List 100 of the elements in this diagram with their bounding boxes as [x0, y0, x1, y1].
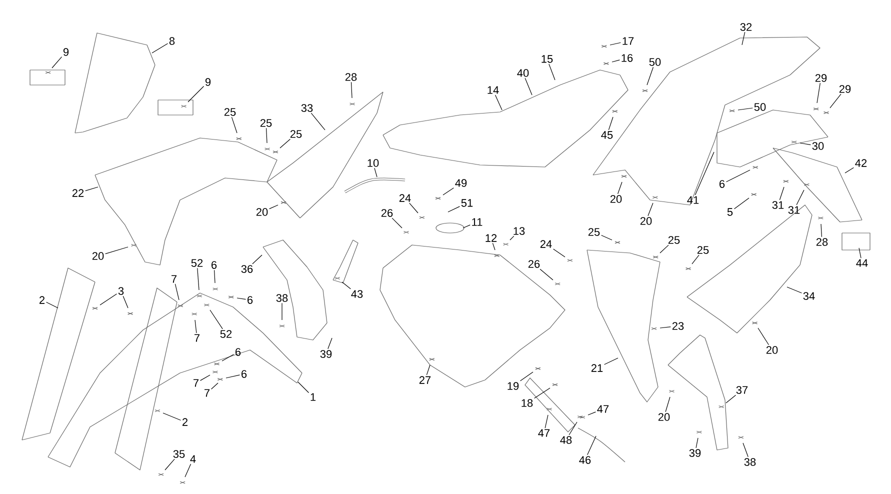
leader-line [646, 66, 654, 86]
callout-number: 10 [368, 159, 379, 167]
callout-number: 8 [169, 37, 175, 45]
leader-line [266, 128, 268, 144]
callout-number: 26 [528, 260, 540, 268]
leader-line [796, 190, 804, 206]
callout-number: 7 [172, 275, 177, 283]
callout-number: 21 [591, 364, 603, 372]
callout-number: 22 [72, 189, 84, 197]
leader-line [52, 56, 62, 68]
callout-number: 27 [419, 376, 431, 384]
callout-number: 25 [668, 236, 680, 244]
leader-line [280, 138, 290, 148]
callout-number: 9 [63, 48, 69, 56]
leader-line [779, 186, 784, 200]
callout-number: 19 [508, 382, 519, 390]
callout-number: 51 [461, 199, 473, 207]
leader-line [524, 78, 532, 96]
leader-line [162, 412, 182, 421]
callout-number: 47 [597, 405, 609, 413]
leader-line [342, 282, 351, 290]
leader-line [800, 142, 811, 146]
leader-line [618, 182, 622, 194]
callout-number: 25 [588, 228, 600, 236]
callout-number: 18 [522, 399, 533, 407]
leader-line [544, 414, 548, 428]
callout-number: 28 [816, 238, 828, 246]
callout-number: 20 [92, 252, 104, 260]
leader-line [520, 372, 534, 382]
callout-number: 35 [173, 450, 185, 458]
leader-line [350, 82, 352, 98]
callout-number: 6 [720, 180, 725, 188]
leader-line [100, 294, 118, 306]
callout-number: 32 [740, 23, 752, 31]
callout-number: 30 [812, 142, 824, 150]
callout-number: 14 [488, 86, 499, 94]
callout-number: 29 [839, 85, 851, 93]
leader-line [758, 328, 770, 346]
leader-line [236, 298, 246, 300]
leader-line [786, 286, 802, 294]
callout-number: 25 [260, 119, 272, 127]
leader-line [426, 364, 430, 376]
leader-line [665, 396, 670, 412]
leader-line [164, 458, 175, 470]
leader-line [604, 358, 618, 365]
callout-number: 46 [579, 456, 591, 464]
leader-line [310, 112, 326, 130]
leader-line [492, 242, 496, 250]
callout-number: 9 [205, 78, 211, 86]
callout-number: 47 [538, 429, 550, 437]
leader-line [374, 168, 378, 178]
leader-line [608, 116, 614, 130]
callout-number: 37 [736, 386, 748, 394]
leader-line [184, 464, 192, 478]
callout-number: 26 [381, 209, 393, 217]
callout-number: 34 [803, 292, 815, 300]
callout-number: 12 [486, 234, 497, 242]
callout-number: 38 [744, 458, 756, 466]
callout-number: 13 [514, 227, 525, 235]
leader-line [601, 234, 612, 240]
leader-line [252, 254, 262, 264]
callout-number: 25 [224, 108, 236, 116]
callout-number: 39 [320, 350, 332, 358]
callout-number: 6 [212, 261, 217, 269]
leader-line [830, 94, 842, 108]
leader-line [409, 202, 418, 214]
callout-number: 15 [542, 55, 553, 63]
callout-number: 11 [472, 218, 482, 226]
callout-number: 31 [772, 201, 784, 209]
callout-number: 39 [689, 449, 701, 457]
leader-line [510, 236, 514, 240]
callout-number: 45 [601, 131, 613, 139]
callout-number: 2 [40, 296, 45, 304]
leader-line [540, 268, 554, 280]
callout-number: 2 [182, 418, 188, 426]
callout-number: 6 [236, 348, 241, 356]
callout-number: 20 [640, 217, 652, 225]
callout-number: 6 [248, 296, 253, 304]
callout-number: 50 [649, 58, 661, 66]
leader-line [210, 382, 218, 390]
callout-number: 52 [220, 330, 232, 338]
callout-number: 1 [310, 393, 316, 401]
leader-line [328, 338, 332, 350]
leader-line [553, 248, 566, 258]
callout-number: 23 [672, 322, 684, 330]
callout-number: 7 [204, 389, 210, 397]
leader-line [610, 42, 621, 46]
callout-number: 49 [455, 179, 467, 187]
callout-number: 20 [766, 346, 778, 354]
leader-line [694, 152, 714, 196]
callout-number: 41 [687, 196, 699, 204]
leader-line [660, 326, 671, 328]
leader-line [587, 436, 596, 456]
callout-number: 7 [194, 334, 200, 342]
callout-number: 40 [517, 69, 529, 77]
callout-number: 7 [194, 379, 199, 387]
callout-number: 44 [856, 259, 868, 267]
leader-line [612, 60, 620, 62]
leader-line [588, 412, 596, 416]
callout-number: 50 [754, 103, 766, 111]
